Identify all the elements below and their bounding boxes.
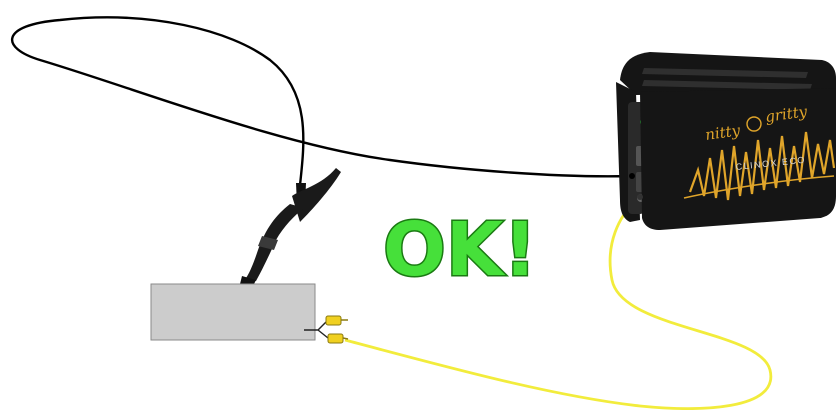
brand-line-2: gritty [764, 102, 809, 126]
sensor-probe-clips [304, 315, 349, 344]
brand-emblem [746, 116, 762, 132]
grey-test-object [150, 283, 316, 341]
status-ok-text: OK! [383, 207, 537, 293]
yellow-sensor-cable [344, 195, 773, 410]
alligator-clip [240, 168, 341, 288]
brand-line-1: nitty [704, 121, 742, 144]
ultrasonic-cleaner-device: nitty gritty CLINOX ECO [616, 52, 836, 230]
black-ground-cable [11, 16, 633, 186]
device-front [640, 88, 836, 230]
